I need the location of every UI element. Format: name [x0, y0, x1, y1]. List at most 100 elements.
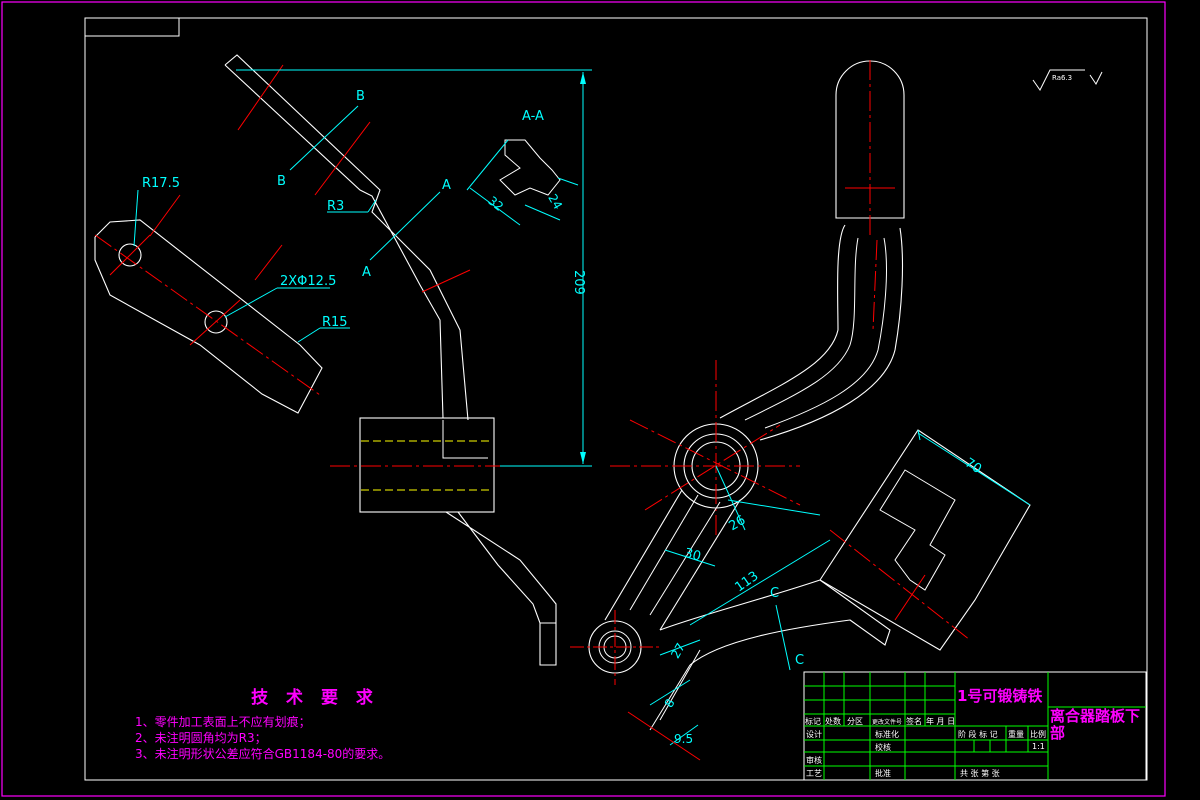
- dim-r17-5-text: R17.5: [142, 176, 180, 191]
- r3-leader-tip: [367, 199, 377, 213]
- roughness-value: Ra6.3: [1052, 74, 1072, 82]
- sheet-inner-border: [84, 17, 1148, 781]
- r15-leader: [297, 327, 321, 343]
- tb-design: 设计: [806, 730, 822, 739]
- dim-30-line: [664, 549, 716, 567]
- section-b-label-1: B: [356, 89, 365, 104]
- hub-diag-2: [644, 424, 781, 511]
- dim-8-line: [649, 679, 691, 706]
- tb-col-count: 处数: [825, 717, 841, 726]
- tb-review: 审核: [806, 756, 822, 765]
- bracket-leg-1: [649, 664, 691, 731]
- dim-70-line: [917, 432, 1031, 506]
- section-b-line: [289, 105, 359, 171]
- tb-sheet-info: 共 张 第 张: [960, 769, 1000, 778]
- tb-process: 工艺: [806, 769, 822, 778]
- lower-arm-inner-2: [649, 501, 721, 616]
- link-mark-1: [149, 194, 181, 237]
- arm-center-mark-2: [314, 121, 371, 196]
- dim-27-line: [659, 639, 701, 656]
- arm-outline-left: [224, 64, 444, 419]
- lower-arm-inner-1: [629, 494, 699, 611]
- part-name-label: 离合器踏板下部: [1050, 707, 1141, 742]
- section-a-line: [369, 191, 441, 261]
- roughness-check-icon: [1032, 69, 1085, 91]
- dim-113-ext: [727, 499, 821, 516]
- r17-5-leader: [133, 189, 139, 247]
- section-aa-title: A-A: [522, 109, 544, 124]
- bracket-mark: [894, 574, 926, 621]
- tech-requirement-2: 2、未注明圆角均为R3；: [135, 731, 267, 745]
- bracket-cutout: [879, 469, 956, 591]
- lower-arm-edge-2: [659, 499, 741, 631]
- bracket-plate: [819, 429, 1031, 651]
- dim-9-5-text: 9.5: [674, 732, 693, 746]
- lower-mark: [627, 711, 701, 761]
- tb-approve: 批准: [875, 769, 891, 778]
- dim-hole-text: 2XΦ12.5: [280, 274, 336, 289]
- tb-ratio: 比例: [1030, 730, 1046, 739]
- tb-standardize: 标准化: [875, 730, 899, 739]
- dim-30-text: 30: [683, 546, 703, 565]
- dim-24-line: [524, 204, 561, 221]
- lever-view: [570, 60, 1031, 761]
- material-label: 1号可锻铸铁: [957, 687, 1043, 705]
- dim-209-arrow-bottom: [580, 452, 586, 464]
- dim-113-line: [689, 539, 831, 626]
- title-block-grid: [803, 671, 1147, 781]
- tech-requirements: 技 术 要 求 1、零件加工表面上不应有划痕； 2、未注明圆角均为R3； 3、未…: [135, 683, 555, 762]
- link-hole-1: [118, 243, 142, 267]
- tb-check: 校核: [875, 743, 891, 752]
- link-hole-2: [204, 310, 228, 334]
- corner-label-box: [84, 17, 180, 37]
- lever-arm-outer-2: [759, 227, 904, 441]
- bracket-arm: [659, 579, 891, 666]
- tb-col-sign: 签名: [906, 717, 922, 726]
- dim-113-text: 113: [732, 569, 761, 596]
- arm-center-mark-1: [237, 64, 284, 131]
- dim-209-text: 209: [571, 270, 586, 295]
- pedal-arm-view: [224, 54, 592, 666]
- tb-col-file: 更改文件号: [872, 719, 903, 726]
- section-b-label-2: B: [277, 174, 286, 189]
- section-aa-ext-2: [557, 177, 579, 186]
- tech-requirement-1: 1、零件加工表面上不应有划痕；: [135, 715, 311, 729]
- tb-weight: 重量: [1008, 730, 1024, 739]
- lower-arm-edge-1: [604, 489, 683, 621]
- link-view: [94, 189, 350, 414]
- dim-70-ext-1: [917, 429, 921, 441]
- bracket-leg-2: [659, 649, 701, 721]
- dim-27-text: 27: [668, 641, 688, 661]
- roughness-symbol: Ra6.3: [1032, 69, 1103, 91]
- hub-step: [442, 420, 488, 459]
- section-a-label-2: A: [362, 265, 371, 280]
- link-hole1-cross: [109, 234, 151, 276]
- bracket-centerline: [829, 529, 971, 641]
- sheet-outer-border: [1, 1, 1166, 797]
- lower-leg-end: [539, 622, 557, 666]
- dim-26-text: 26: [726, 513, 748, 534]
- tb-stage-mark: 阶 段 标 记: [958, 730, 998, 739]
- tb-scale: 1:1: [1032, 742, 1045, 751]
- dimension-texts: R17.5 R3 2XΦ12.5 R15 A-A 32 24 209 A A B…: [142, 89, 984, 746]
- lever-arm-inner-2: [764, 237, 887, 429]
- tech-requirements-title: 技 术 要 求: [251, 688, 379, 708]
- section-aa-detail: [466, 139, 579, 226]
- tb-col-date: 年 月 日: [926, 717, 956, 726]
- dim-r3-text: R3: [327, 199, 344, 214]
- section-a-label-1: A: [442, 178, 451, 193]
- dim-r15-text: R15: [322, 315, 348, 330]
- arm-outline-right: [224, 54, 469, 421]
- link-hole2-cross: [189, 299, 241, 346]
- hub-boss: [359, 417, 495, 513]
- pedal-pad: [835, 60, 905, 219]
- section-c-line: [775, 604, 791, 671]
- link-mark-2: [254, 244, 283, 281]
- tb-col-zone: 分区: [847, 717, 863, 726]
- section-aa-profile: [499, 139, 561, 196]
- roughness-mark-icon: [1089, 71, 1103, 85]
- arm-centerline: [872, 239, 878, 331]
- section-c-label-1: C: [770, 586, 779, 601]
- lever-arm-outer-1: [719, 224, 846, 419]
